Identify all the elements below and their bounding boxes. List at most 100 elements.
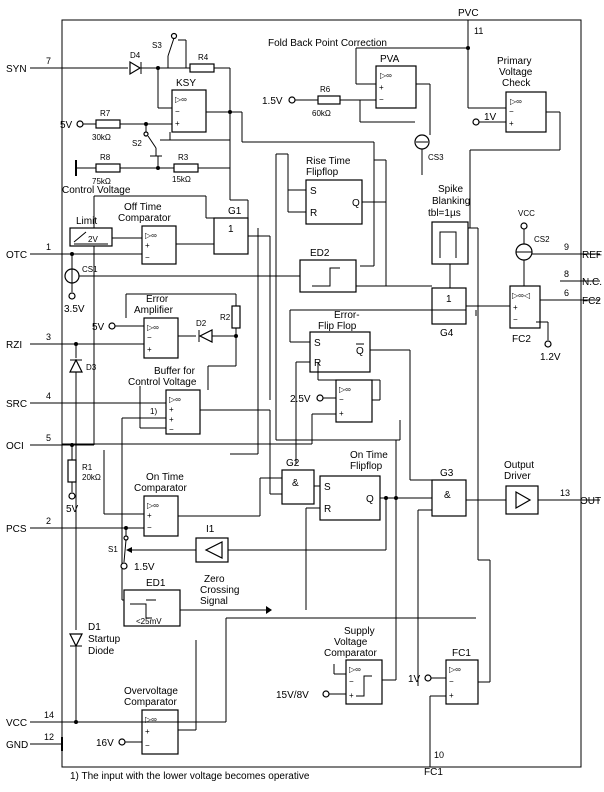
buffer-note: 1) xyxy=(150,407,157,416)
offtime-comparator xyxy=(141,225,177,265)
ed1-value: <25mV xyxy=(136,617,162,626)
resistor-r3 xyxy=(173,163,199,173)
svg-text:▷∞: ▷∞ xyxy=(339,385,351,394)
error-amplifier xyxy=(143,317,179,359)
label-zero-3: Signal xyxy=(200,596,228,607)
diode-d4 xyxy=(129,60,142,76)
label-supply-2: Voltage xyxy=(334,637,368,648)
label-s3: S3 xyxy=(152,41,162,50)
label-ontime-ff-1: On Time xyxy=(350,450,388,461)
pin-pvc-num: 11 xyxy=(474,26,483,36)
fc1-comparator xyxy=(445,659,479,705)
g2-symbol: & xyxy=(292,478,299,489)
svg-text:Q: Q xyxy=(366,494,374,505)
svg-text:+: + xyxy=(169,405,174,414)
label-r1: R1 xyxy=(82,463,93,472)
diode-d3 xyxy=(69,358,83,373)
svg-text:−: − xyxy=(513,315,518,324)
label-r3: R3 xyxy=(178,153,189,162)
svg-text:+: + xyxy=(175,119,180,128)
gate-g3 xyxy=(431,479,467,517)
label-g1: G1 xyxy=(228,206,242,217)
resistor-r7 xyxy=(95,119,121,129)
pin-oci-num: 5 xyxy=(46,433,51,443)
value-r6: 60kΩ xyxy=(312,109,331,118)
pin-nc: N.C. xyxy=(582,277,602,288)
left-pins: SYN 7 OTC 1 RZI 3 SRC 4 OCI 5 PCS 2 VCC … xyxy=(6,56,63,751)
svg-text:S: S xyxy=(314,338,321,349)
pin-pcs: PCS xyxy=(6,524,27,535)
svg-text:+: + xyxy=(147,511,152,520)
label-ksy: KSY xyxy=(176,78,196,89)
overvoltage-comparator xyxy=(141,709,179,755)
switch-s2 xyxy=(147,135,157,149)
label-cs3: CS3 xyxy=(428,153,444,162)
volt-5v-erramp: 5V xyxy=(92,322,105,333)
pin-otc-num: 1 xyxy=(46,242,51,252)
resistor-r4 xyxy=(189,63,215,73)
svg-text:▷∞: ▷∞ xyxy=(169,395,181,404)
label-risetime-2: Flipflop xyxy=(306,167,339,178)
resistor-r2 xyxy=(231,305,241,329)
label-r6: R6 xyxy=(320,85,331,94)
label-spike-2: Blanking xyxy=(432,196,470,207)
svg-text:+: + xyxy=(513,303,518,312)
spike-blanking xyxy=(431,221,469,265)
pin-gnd: GND xyxy=(6,740,28,751)
label-d1: D1 xyxy=(88,622,101,633)
label-primary-3: Check xyxy=(502,78,531,89)
svg-text:R: R xyxy=(310,208,317,219)
label-risetime-1: Rise Time xyxy=(306,156,351,167)
footnote: 1) The input with the lower voltage beco… xyxy=(70,771,310,782)
pin-nc-num: 8 xyxy=(564,269,569,279)
svg-text:Q: Q xyxy=(352,198,360,209)
pin-oci: OCI xyxy=(6,441,24,452)
label-spike-tbl: tbl=1µs xyxy=(428,208,461,219)
value-r8: 75kΩ xyxy=(92,177,111,186)
svg-text:+: + xyxy=(509,119,514,128)
volt-1v-fc1: 1V xyxy=(408,674,421,685)
pin-src: SRC xyxy=(6,399,27,410)
pva-amp xyxy=(375,65,417,109)
pin-ref-num: 9 xyxy=(564,242,569,252)
label-ontime-ff-2: Flipflop xyxy=(350,461,383,472)
label-d3: D3 xyxy=(86,363,97,372)
ksy-comp xyxy=(171,89,207,133)
resistor-r1 xyxy=(67,459,77,483)
volt-2.5v: 2.5V xyxy=(290,394,311,405)
label-startup: Startup xyxy=(88,634,121,645)
svg-text:−: − xyxy=(449,677,454,686)
label-overvolt-1: Overvoltage xyxy=(124,686,178,697)
pin-gnd-num: 12 xyxy=(44,732,54,742)
svg-text:+: + xyxy=(145,727,150,736)
fc2-comparator xyxy=(509,285,541,329)
volt-1.5v-s1: 1.5V xyxy=(134,562,155,573)
label-r2: R2 xyxy=(220,313,231,322)
value-r1: 20kΩ xyxy=(82,473,101,482)
pin-fc1: FC1 xyxy=(424,767,443,778)
label-erramp-2: Amplifier xyxy=(134,305,174,316)
label-diode: Diode xyxy=(88,646,115,657)
svg-text:−: − xyxy=(145,253,150,262)
pin-src-num: 4 xyxy=(46,391,51,401)
volt-5v-r1: 5V xyxy=(66,504,79,515)
svg-text:▷∞◁: ▷∞◁ xyxy=(512,291,531,300)
label-ontime-cmp-1: On Time xyxy=(146,472,184,483)
pin-syn-num: 7 xyxy=(46,56,51,66)
g1-symbol: 1 xyxy=(228,224,234,235)
pin-syn: SYN xyxy=(6,64,27,75)
svg-text:▷∞: ▷∞ xyxy=(380,71,392,80)
svg-text:−: − xyxy=(145,741,150,750)
label-g4: G4 xyxy=(440,328,454,339)
value-r3: 15kΩ xyxy=(172,175,191,184)
switch-s1 xyxy=(123,539,127,563)
svg-text:+: + xyxy=(449,691,454,700)
pin-out-num: 13 xyxy=(560,488,570,498)
svg-text:▷∞: ▷∞ xyxy=(145,715,157,724)
label-errff-1: Error- xyxy=(334,310,360,321)
label-offtime-1: Off Time xyxy=(124,202,162,213)
label-output-2: Driver xyxy=(504,471,531,482)
pin-rzi-num: 3 xyxy=(46,332,51,342)
label-zero-1: Zero xyxy=(204,574,225,585)
